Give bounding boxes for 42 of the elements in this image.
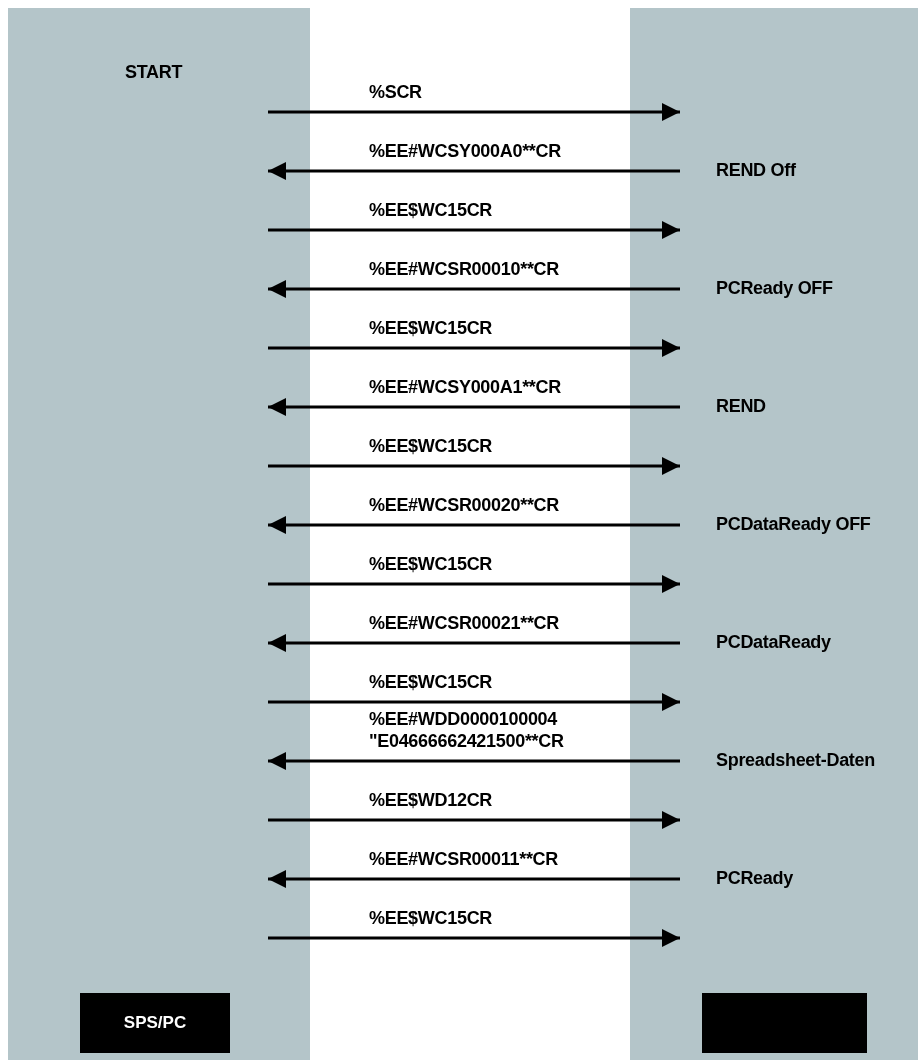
message-label: %EE$WC15CR <box>369 553 494 575</box>
arrow <box>268 221 680 239</box>
signal-label: PCDataReady OFF <box>716 514 871 535</box>
message-label: %SCR <box>369 81 423 103</box>
arrow <box>268 103 680 121</box>
arrow <box>268 811 680 829</box>
message-label: %EE$WC15CR <box>369 671 494 693</box>
lane-title-box: SPS/PC <box>80 993 230 1053</box>
message-label: %EE#WCSR00020**CR <box>369 494 560 516</box>
arrow <box>268 693 680 711</box>
message-label: %EE$WC15CR <box>369 907 494 929</box>
lane-band <box>630 8 918 1060</box>
signal-label: PCReady <box>716 868 793 889</box>
arrow <box>268 516 680 534</box>
message-label: %EE#WCSR00011**CR <box>369 848 559 870</box>
arrow <box>268 162 680 180</box>
arrow <box>268 398 680 416</box>
arrow <box>268 929 680 947</box>
message-label: %EE#WCSR00021**CR <box>369 612 560 634</box>
message-label: %EE$WD12CR <box>369 789 494 811</box>
arrow <box>268 339 680 357</box>
message-label: %EE$WC15CR <box>369 199 494 221</box>
message-label: %EE$WC15CR <box>369 317 494 339</box>
arrow <box>268 457 680 475</box>
lane-band <box>8 8 310 1060</box>
message-label: %EE#WCSY000A0**CR <box>369 140 562 162</box>
message-label: %EE#WCSY000A1**CR <box>369 376 562 398</box>
arrow <box>268 575 680 593</box>
arrow <box>268 752 680 770</box>
arrow <box>268 634 680 652</box>
signal-label: REND <box>716 396 766 417</box>
signal-label: PCReady OFF <box>716 278 833 299</box>
arrow <box>268 280 680 298</box>
lane-box <box>702 993 867 1053</box>
signal-label: Spreadsheet-Daten <box>716 750 875 771</box>
signal-label: REND Off <box>716 160 796 181</box>
signal-label: PCDataReady <box>716 632 831 653</box>
start-label: START <box>125 62 183 83</box>
message-label: %EE#WCSR00010**CR <box>369 258 560 280</box>
arrow <box>268 870 680 888</box>
message-label: %EE#WDD0000100004 "E04666662421500**CR <box>369 708 565 752</box>
message-label: %EE$WC15CR <box>369 435 494 457</box>
